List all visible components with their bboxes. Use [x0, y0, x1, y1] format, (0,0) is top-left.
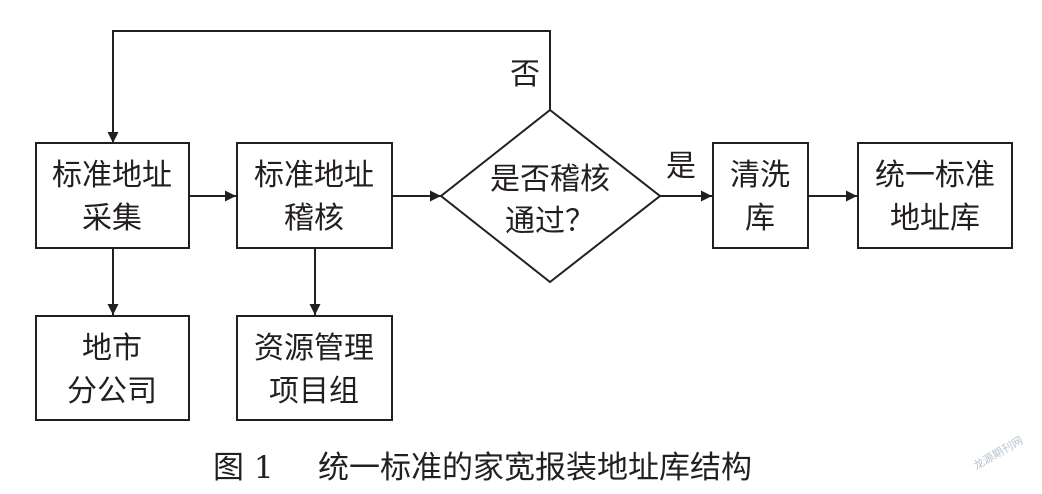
node-clean-line2: 库	[745, 201, 775, 236]
node-cleaning-library: 清洗 库	[712, 142, 809, 249]
edge-decision-no-loop	[107, 30, 551, 143]
node-audit-line2: 稽核	[284, 201, 344, 236]
node-decision-line1: 是否稽核	[490, 162, 610, 197]
node-collect-line2: 采集	[82, 201, 142, 236]
node-clean-line1: 清洗	[730, 158, 790, 193]
node-city-branch: 地市 分公司	[35, 315, 190, 421]
node-resource-line1: 资源管理	[254, 331, 374, 366]
figure-caption: 图 1 统一标准的家宽报装地址库结构	[213, 450, 752, 486]
node-standard-address-collection: 标准地址 采集	[35, 142, 190, 249]
caption-text: 统一标准的家宽报装地址库结构	[318, 450, 752, 486]
node-audit-passed-decision: 是否稽核 通过？	[439, 108, 662, 284]
node-unified-line1: 统一标准	[875, 158, 995, 193]
edge-label-no: 否	[510, 57, 540, 92]
node-branch-line1: 地市	[82, 331, 142, 366]
node-unified-line2: 地址库	[890, 201, 980, 236]
node-resource-line2: 项目组	[269, 374, 359, 409]
node-branch-line2: 分公司	[67, 374, 157, 409]
edge-label-yes: 是	[666, 149, 696, 184]
watermark-text: 龙源期刊网	[971, 433, 1026, 473]
node-decision-line2: 通过？	[505, 204, 595, 239]
caption-number: 图 1	[213, 450, 274, 486]
node-resource-project-group: 资源管理 项目组	[236, 315, 393, 421]
node-standard-address-audit: 标准地址 稽核	[236, 142, 393, 249]
node-collect-line1: 标准地址	[52, 158, 172, 193]
node-unified-address-library: 统一标准 地址库	[857, 142, 1013, 249]
node-audit-line1: 标准地址	[254, 158, 374, 193]
edges	[107, 30, 857, 315]
